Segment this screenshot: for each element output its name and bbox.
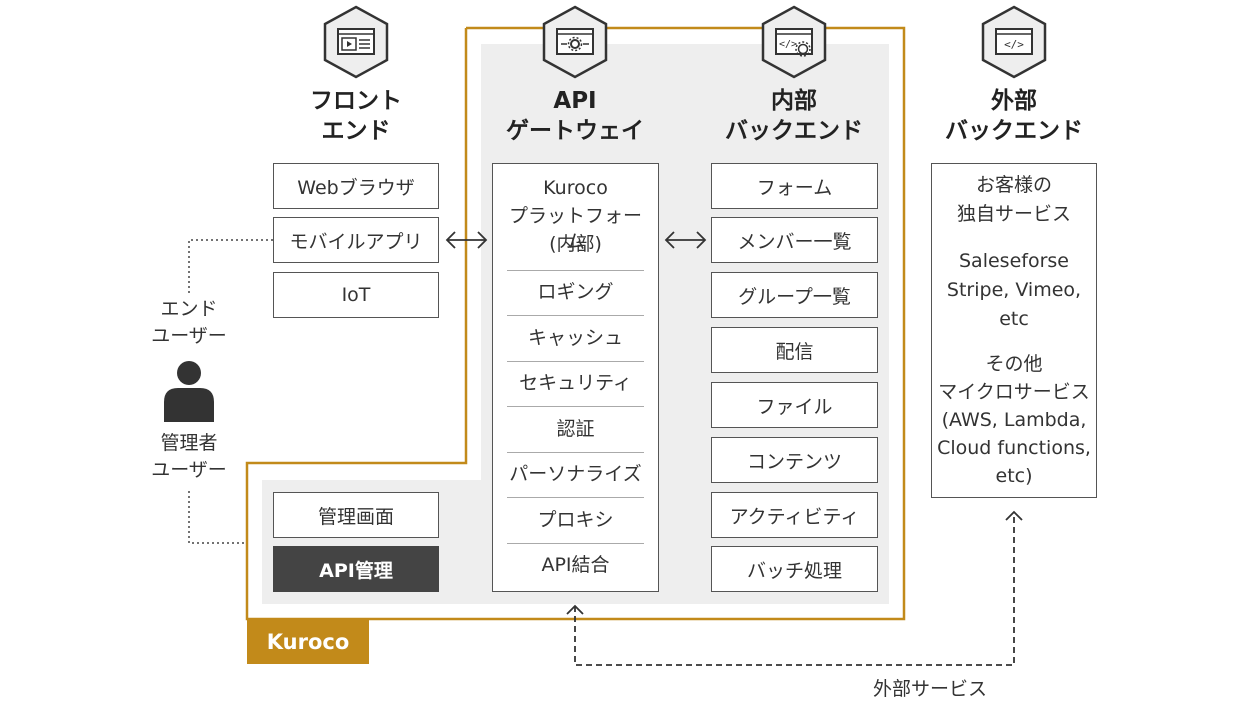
internal-activity-box: アクティビティ [711, 492, 878, 538]
code-gear-icon: </> [761, 5, 827, 79]
mobile-app-box: モバイルアプリ [273, 217, 439, 263]
feature-security: セキュリティ [519, 372, 632, 394]
gateway-list-box: Kuroco プラットフォーム (内部) ロギング キャッシュ セキュリティ 認… [492, 163, 659, 592]
feature-api-join: API結合 [541, 554, 610, 576]
feature-logging: ロギング [537, 281, 614, 303]
kuroco-boundary [245, 26, 906, 621]
internal-batch-box: バッチ処理 [711, 546, 878, 592]
internal-delivery-box: 配信 [711, 327, 878, 373]
end-user-label: エンドユーザー [151, 298, 227, 347]
platform-line-3: (内部) [549, 233, 602, 255]
api-management-box: API管理 [273, 546, 439, 592]
platform-line-2: プラットフォーム [508, 205, 642, 253]
feature-cache: キャッシュ [527, 327, 623, 349]
external-service-arrow [566, 510, 1023, 666]
feature-proxy: プロキシ [537, 509, 614, 531]
code-window-icon: </> [981, 5, 1047, 79]
admin-user-label: 管理者ユーザー [151, 432, 227, 481]
user-icon [164, 361, 214, 422]
internal-form-box: フォーム [711, 163, 878, 209]
frontend-gateway-arrow [445, 231, 488, 249]
external-own-service: お客様の独自サービス [956, 174, 1071, 225]
external-title: 外部バックエンド [945, 88, 1083, 144]
external-microservices: その他マイクロサービス(AWS, Lambda,Cloud functions,… [937, 353, 1091, 487]
internal-title: 内部バックエンド [725, 88, 863, 144]
admin-user-connector [188, 491, 244, 544]
frontend-title: フロントエンド [310, 88, 402, 144]
kuroco-label: Kuroco [247, 620, 369, 664]
internal-members-box: メンバー一覧 [711, 217, 878, 263]
external-services-label: 外部サービス [872, 678, 987, 700]
internal-groups-box: グループ一覧 [711, 272, 878, 318]
web-browser-box: Webブラウザ [273, 163, 439, 209]
platform-line-1: Kuroco [543, 177, 608, 199]
video-player-icon [323, 5, 389, 79]
gateway-internal-arrow [664, 231, 707, 249]
iot-box: IoT [273, 272, 439, 318]
end-user-connector [188, 239, 273, 296]
management-screen-box: 管理画面 [273, 492, 439, 538]
svg-text:</>: </> [1004, 38, 1024, 51]
api-gear-icon [542, 5, 608, 79]
feature-personalize: パーソナライズ [509, 463, 642, 485]
internal-contents-box: コンテンツ [711, 437, 878, 483]
feature-auth: 認証 [556, 418, 595, 440]
internal-file-box: ファイル [711, 382, 878, 428]
svg-text:</>: </> [779, 39, 797, 50]
